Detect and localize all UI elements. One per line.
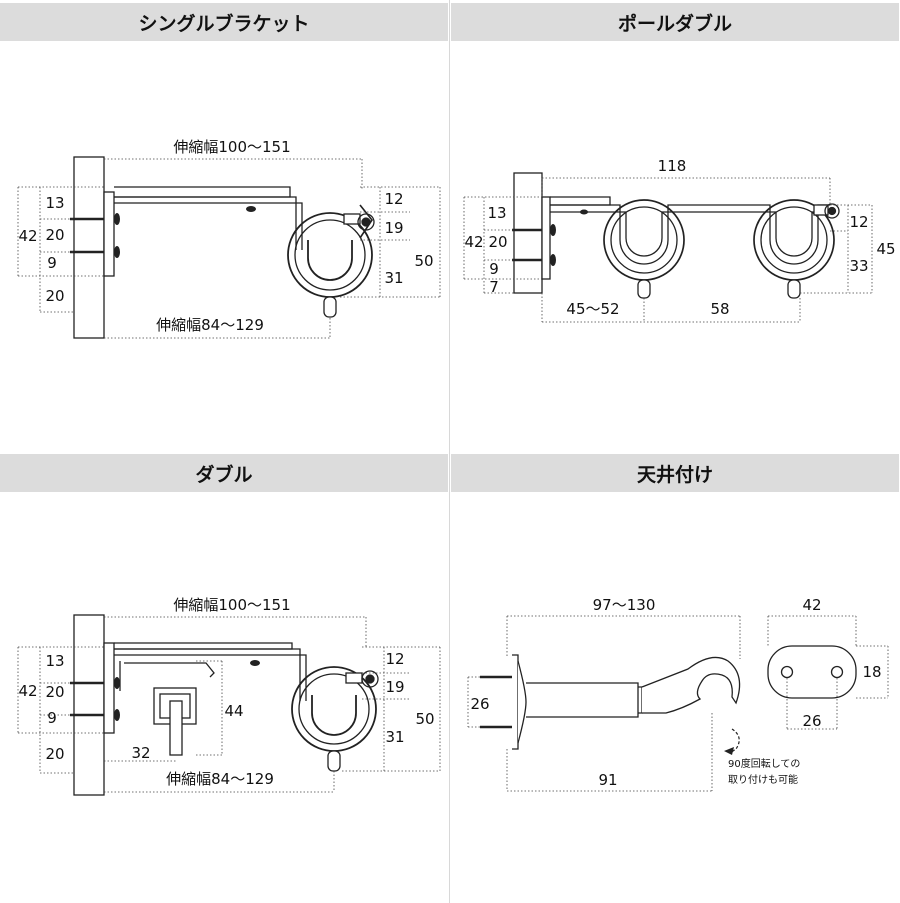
dim-bottom-right: 58 bbox=[710, 300, 729, 318]
rotation-note-line2: 取り付けも可能 bbox=[728, 773, 798, 786]
dim-h13: 13 bbox=[45, 194, 64, 212]
dim-plate-side: 18 bbox=[862, 663, 881, 681]
dim-h7: 7 bbox=[489, 278, 499, 296]
dim-h20a: 20 bbox=[45, 226, 64, 244]
dim-inner-height: 44 bbox=[224, 702, 243, 720]
dim-bottom-width: 91 bbox=[598, 771, 617, 789]
dim-top-width: 伸縮幅100〜151 bbox=[173, 138, 290, 156]
dim-total-height: 42 bbox=[18, 227, 37, 245]
dim-total-height: 42 bbox=[464, 233, 483, 251]
ceiling-mount-diagram: 97〜130 91 26 42 18 26 90度回転しての 取り付けも可能 bbox=[467, 596, 889, 792]
dim-r12: 12 bbox=[849, 213, 868, 231]
dim-r45: 45 bbox=[876, 240, 895, 258]
dim-r33: 33 bbox=[849, 257, 868, 275]
panel-ceiling-mount: 天井付け bbox=[450, 451, 900, 902]
panel-title-single-bracket: シングルブラケット bbox=[0, 3, 448, 41]
dim-bottom-width: 伸縮幅84〜129 bbox=[166, 770, 274, 788]
dim-hole-pitch: 26 bbox=[802, 712, 821, 730]
single-bracket-diagram: 伸縮幅100〜151 伸縮幅84〜129 42 13 20 9 20 12 19… bbox=[17, 138, 441, 339]
dim-top-width: 118 bbox=[658, 157, 687, 175]
rotation-note-line1: 90度回転しての bbox=[728, 757, 800, 770]
panel-title-double: ダブル bbox=[0, 454, 448, 492]
dim-h13: 13 bbox=[45, 652, 64, 670]
dim-r12: 12 bbox=[384, 190, 403, 208]
dim-r12: 12 bbox=[385, 650, 404, 668]
panel-double: ダブル bbox=[0, 451, 450, 902]
dim-r19: 19 bbox=[384, 219, 403, 237]
dim-plate-height: 26 bbox=[470, 695, 489, 713]
dim-h9: 9 bbox=[47, 254, 57, 272]
dim-top-width: 97〜130 bbox=[593, 596, 656, 614]
dim-h9: 9 bbox=[47, 709, 57, 727]
dim-r50: 50 bbox=[415, 710, 434, 728]
dim-h9: 9 bbox=[489, 260, 499, 278]
dim-bottom-left: 45〜52 bbox=[566, 300, 619, 318]
double-diagram: 伸縮幅100〜151 伸縮幅84〜129 42 13 20 9 20 12 19… bbox=[17, 596, 441, 796]
panel-single-bracket: シングルブラケット bbox=[0, 0, 450, 451]
dim-h20a: 20 bbox=[45, 683, 64, 701]
panel-pole-double: ポールダブル bbox=[450, 0, 900, 451]
dim-r50: 50 bbox=[414, 252, 433, 270]
panel-title-pole-double: ポールダブル bbox=[451, 3, 899, 41]
dim-r19: 19 bbox=[385, 678, 404, 696]
pole-double-diagram: 118 42 13 20 9 7 12 33 45 45〜52 58 bbox=[463, 157, 896, 323]
panel-title-ceiling-mount: 天井付け bbox=[451, 454, 899, 492]
dim-inner-width: 32 bbox=[131, 744, 150, 762]
dim-top-width: 伸縮幅100〜151 bbox=[173, 596, 290, 614]
vertical-divider bbox=[449, 0, 450, 903]
dim-plate-width: 42 bbox=[802, 596, 821, 614]
dim-h20: 20 bbox=[488, 233, 507, 251]
dim-h20b: 20 bbox=[45, 745, 64, 763]
dim-r31: 31 bbox=[384, 269, 403, 287]
dim-total-height: 42 bbox=[18, 682, 37, 700]
dim-h13: 13 bbox=[487, 204, 506, 222]
dim-bottom-width: 伸縮幅84〜129 bbox=[156, 316, 264, 334]
dim-h20b: 20 bbox=[45, 287, 64, 305]
dim-r31: 31 bbox=[385, 728, 404, 746]
